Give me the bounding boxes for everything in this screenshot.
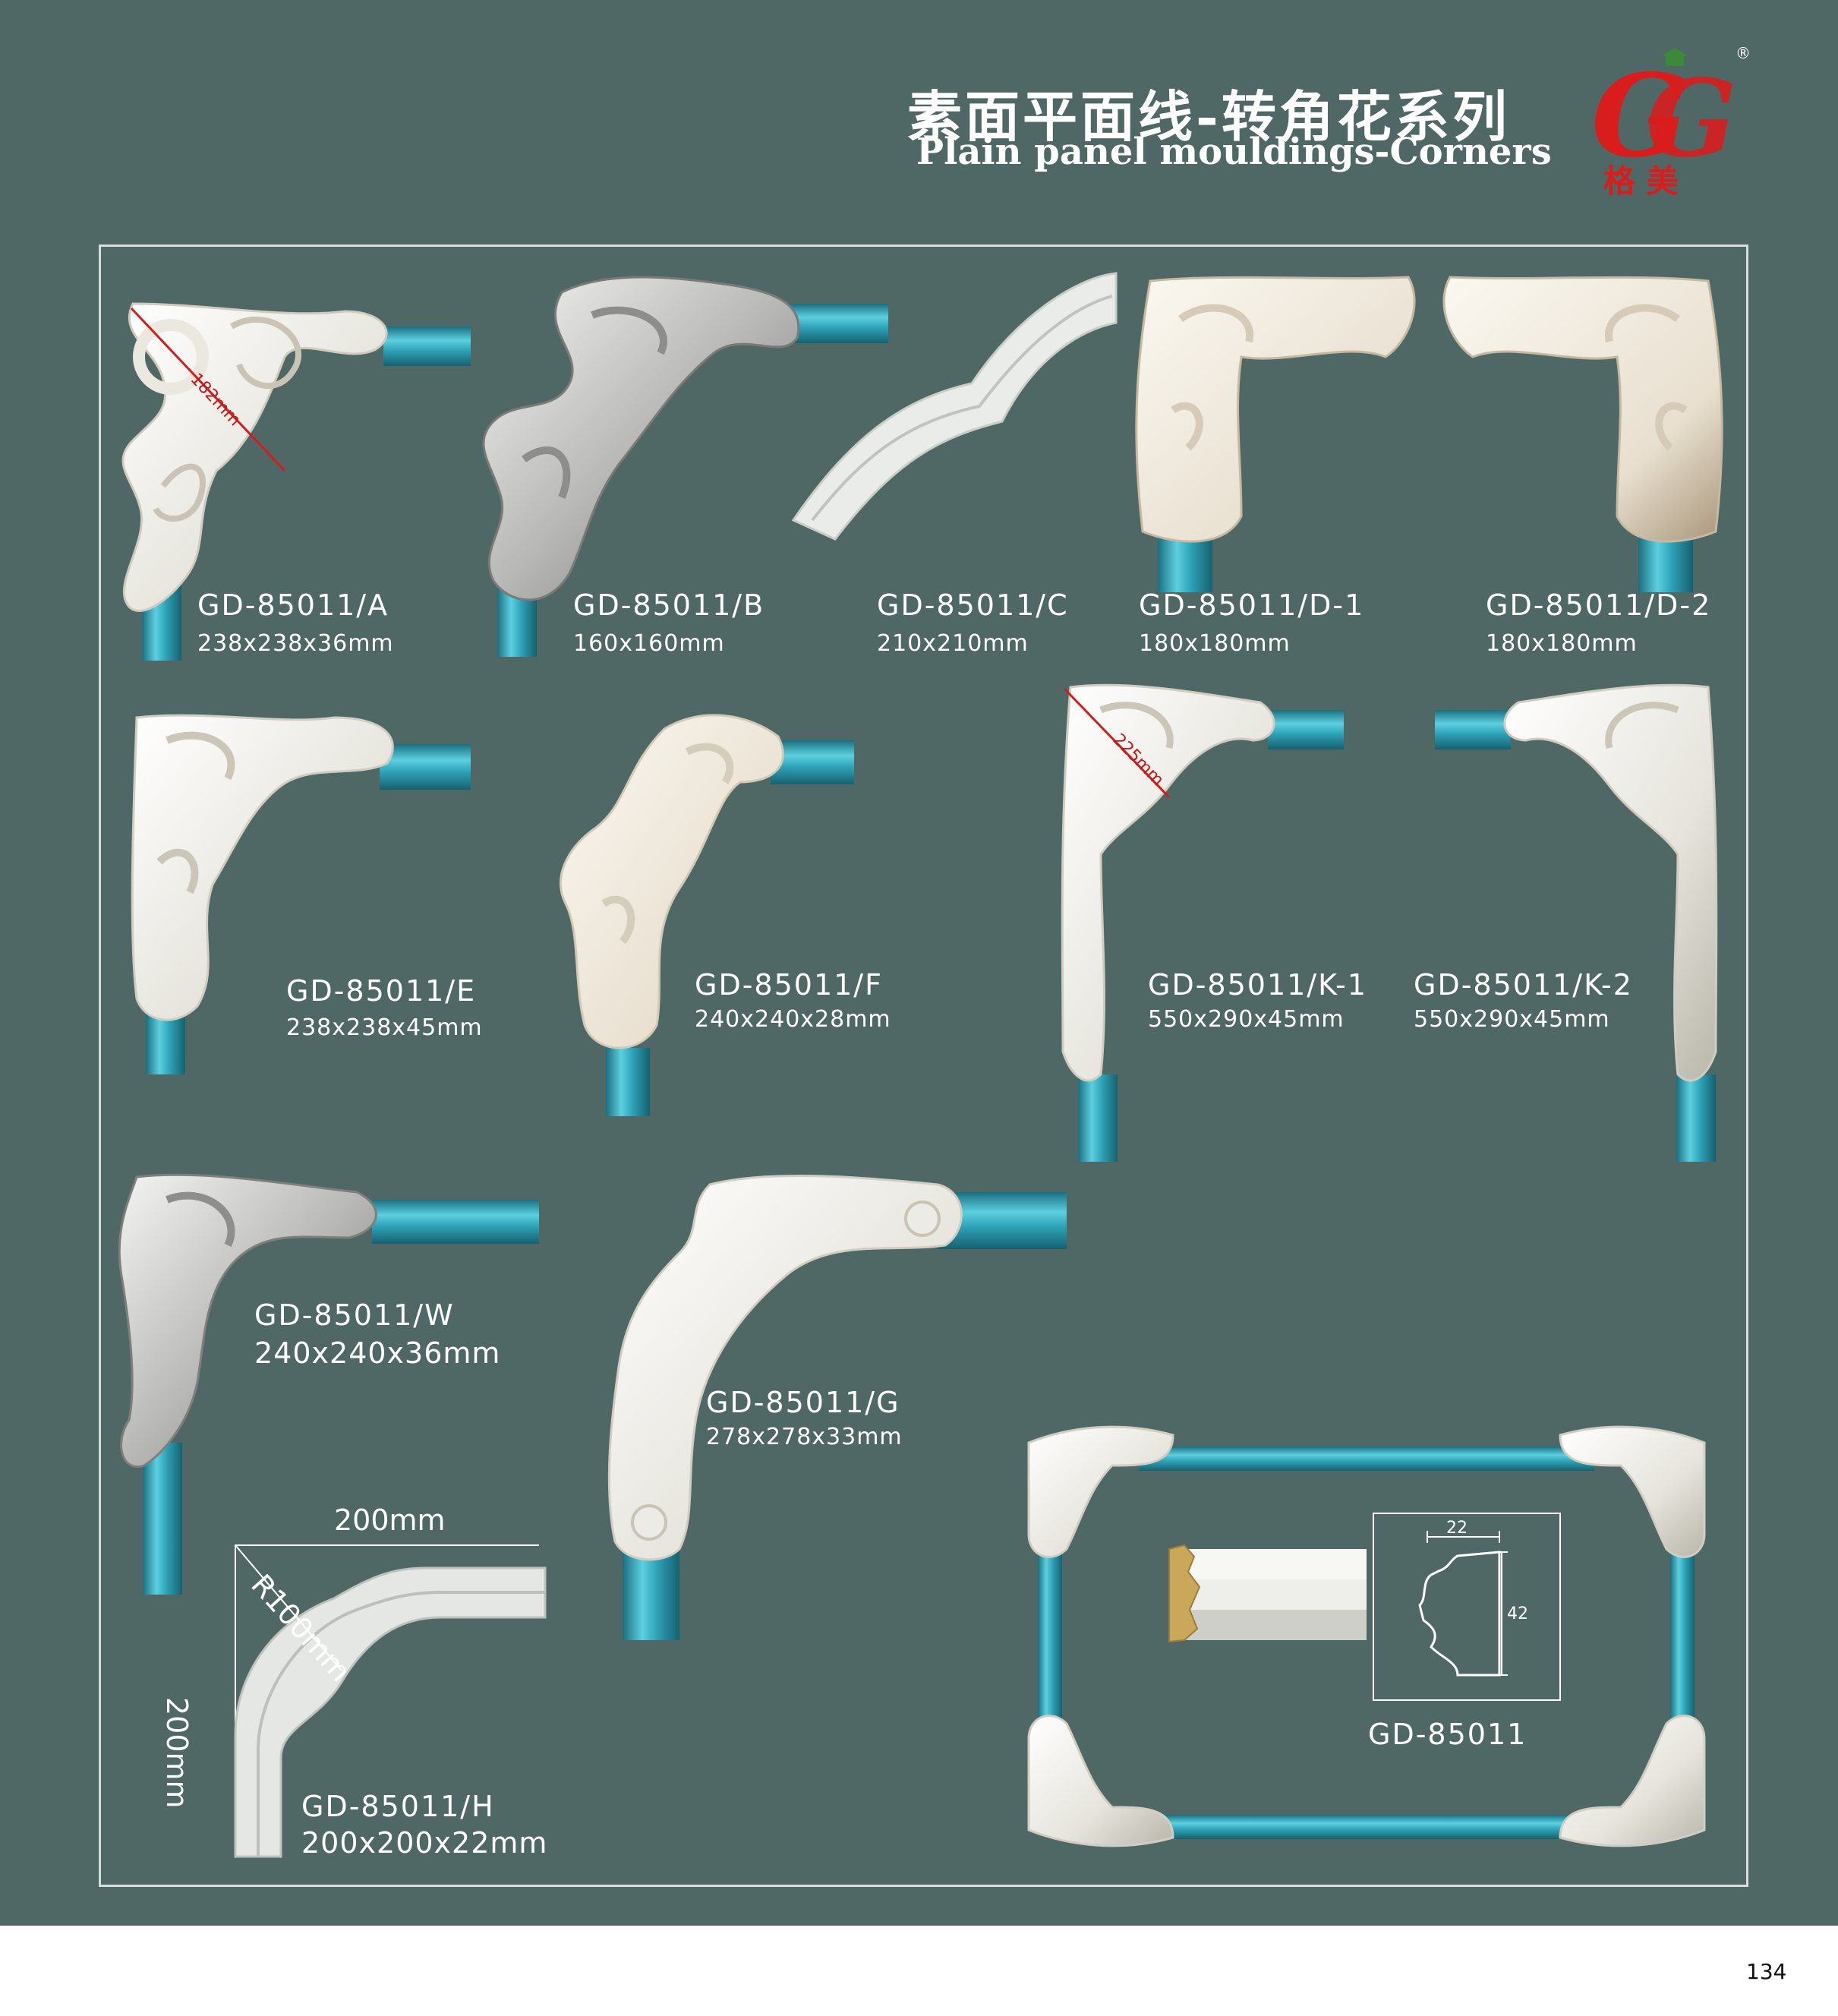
product-code-k2: GD-85011/K-2	[1414, 968, 1633, 1002]
profile-diagram: 22 42	[1373, 1513, 1561, 1701]
logo-letter-shadow: G	[1646, 57, 1737, 181]
corner-item-d1	[1135, 276, 1416, 592]
logo-registered-mark: ®	[1736, 44, 1751, 62]
moulding-sample	[1168, 1544, 1367, 1643]
page-number: 134	[1746, 1959, 1787, 1984]
corner-item-b	[482, 276, 888, 657]
corner-item-d2	[1442, 276, 1723, 592]
corner-item-g	[607, 1174, 1067, 1640]
product-size-w: 240x240x36mm	[254, 1336, 501, 1370]
product-code-c: GD-85011/C	[877, 588, 1069, 622]
product-size-b: 160x160mm	[573, 630, 725, 657]
moulding-code: GD-85011	[1368, 1718, 1527, 1751]
product-code-b: GD-85011/B	[573, 588, 765, 622]
product-code-h: GD-85011/H	[301, 1790, 495, 1823]
panel-assembly	[1027, 1425, 1706, 1847]
corner-item-f	[560, 714, 854, 1116]
product-size-d2: 180x180mm	[1486, 630, 1638, 657]
logo-leaf-icon	[1663, 48, 1687, 66]
dimension-side: 200mm	[160, 1697, 194, 1809]
logo-letter: G	[1591, 49, 1688, 183]
title-english: Plain panel mouldings-Corners	[916, 131, 1552, 173]
product-size-k1: 550x290x45mm	[1148, 1006, 1345, 1033]
product-code-f: GD-85011/F	[695, 968, 883, 1002]
corner-item-k2	[1435, 683, 1718, 1162]
product-code-a: GD-85011/A	[197, 588, 389, 622]
profile-height-label: 42	[1507, 1604, 1528, 1623]
product-size-g: 278x278x33mm	[706, 1424, 903, 1450]
product-code-e: GD-85011/E	[286, 974, 477, 1008]
product-size-k2: 550x290x45mm	[1414, 1006, 1610, 1033]
product-code-g: GD-85011/G	[706, 1386, 900, 1419]
product-code-k1: GD-85011/K-1	[1148, 968, 1367, 1002]
corner-item-e	[131, 714, 471, 1074]
catalog-page: 素面平面线-转角花系列 Plain panel mouldings-Corner…	[0, 0, 1838, 1926]
product-size-h: 200x200x22mm	[301, 1826, 548, 1860]
product-code-d2: GD-85011/D-2	[1486, 588, 1712, 622]
title-chinese: 素面平面线-转角花系列	[907, 84, 1510, 149]
product-size-c: 210x210mm	[877, 630, 1029, 657]
product-frame	[99, 245, 1748, 1887]
panel-corner-ornaments	[1027, 1425, 1706, 1847]
product-code-d1: GD-85011/D-1	[1139, 588, 1365, 622]
corner-item-w	[118, 1173, 539, 1595]
dimension-top: 200mm	[334, 1503, 446, 1537]
corner-item-c	[791, 272, 1118, 541]
corner-item-h	[234, 1544, 547, 1858]
product-size-d1: 180x180mm	[1139, 630, 1291, 657]
corner-item-k1: 225mm	[1061, 683, 1344, 1162]
product-size-a: 238x238x36mm	[197, 630, 394, 657]
product-size-f: 240x240x28mm	[695, 1006, 891, 1033]
product-size-e: 238x238x45mm	[286, 1014, 483, 1041]
profile-width-label: 22	[1446, 1519, 1468, 1538]
logo-chinese-name: 格 美	[1603, 162, 1679, 200]
corner-item-a: 182mm	[121, 302, 471, 661]
brand-logo: ® G G 格 美	[1591, 44, 1751, 200]
product-code-w: GD-85011/W	[254, 1298, 455, 1332]
